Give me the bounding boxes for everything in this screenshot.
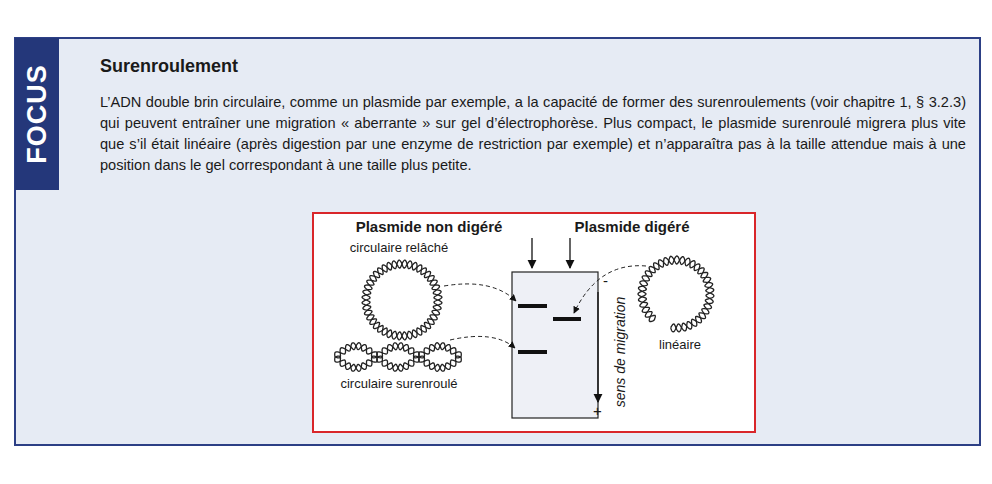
leader-line (444, 284, 516, 301)
focus-tab-text: FOCUS (22, 64, 53, 164)
leader-line (574, 266, 646, 313)
supercoiled-plasmid (335, 343, 461, 372)
band (518, 304, 547, 308)
relaxed-plasmid (362, 260, 442, 340)
lane-label: Plasmide non digéré (356, 218, 503, 235)
linear-plasmid (639, 256, 714, 332)
body-text: L’ADN double brin circulaire, comme un p… (100, 92, 966, 176)
heading: Surenroulement (100, 56, 238, 77)
form-label: circulaire relâché (350, 240, 448, 255)
band (518, 350, 547, 354)
focus-tab (15, 38, 59, 190)
focus-panel (15, 38, 980, 445)
relaxed-plasmid (362, 260, 442, 340)
lane-arrow (531, 238, 532, 268)
band (553, 317, 581, 321)
axis-label: sens de migration (612, 297, 628, 408)
form-label: linéaire (659, 337, 701, 352)
leader-line (450, 336, 515, 348)
supercoiled-plasmid (335, 343, 461, 372)
form-label: circulaire surenroulé (340, 376, 457, 391)
lane-arrow (569, 238, 570, 268)
polarity-sign: - (603, 272, 608, 289)
linear-plasmid (638, 256, 714, 332)
lane-label: Plasmide digéré (574, 218, 689, 235)
polarity-sign: + (593, 402, 602, 419)
figure-frame (313, 213, 755, 432)
supercoiled-plasmid (335, 343, 461, 372)
migration-arrow (597, 292, 598, 402)
supercoiled-plasmid (335, 343, 461, 372)
